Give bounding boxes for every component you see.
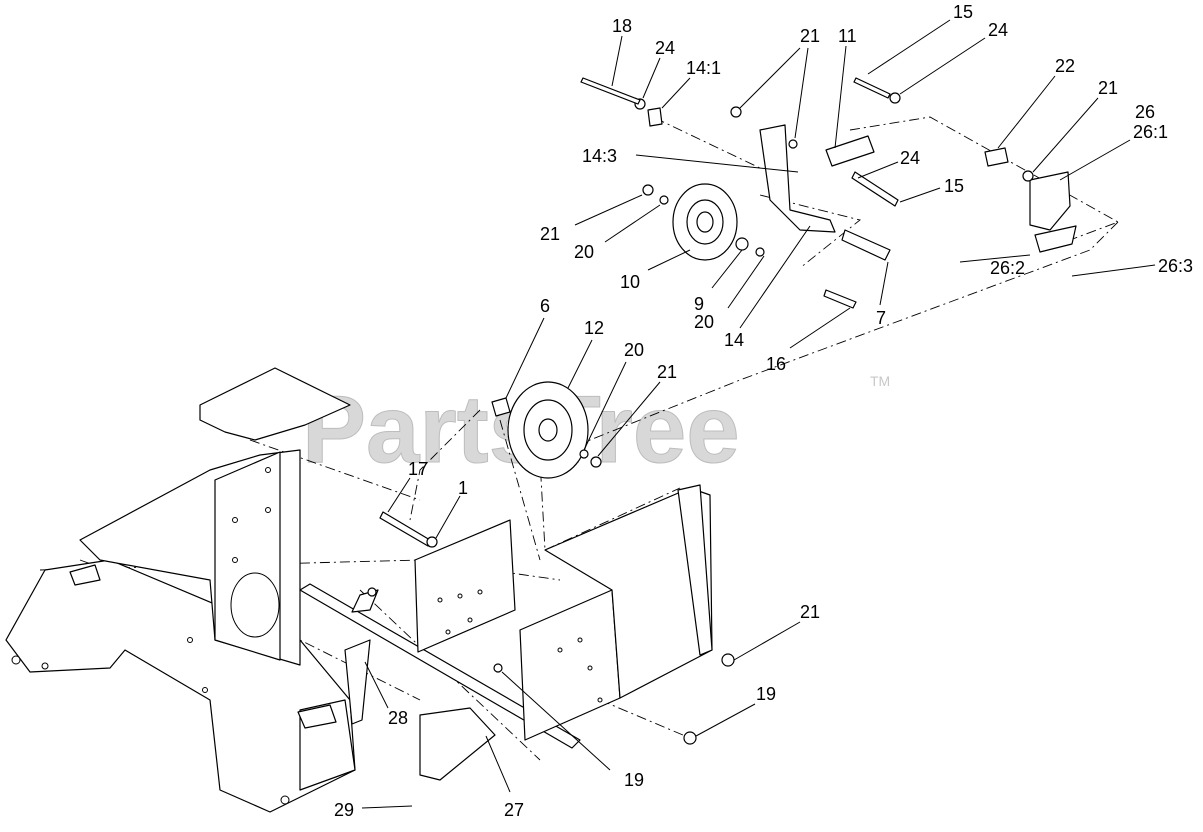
callout-21: 21 — [540, 224, 560, 244]
callout-21: 21 — [657, 362, 677, 382]
callout-6: 6 — [540, 296, 550, 316]
idler-assembly — [580, 77, 1077, 309]
callout-20: 20 — [624, 340, 644, 360]
callout-10: 10 — [620, 272, 640, 292]
callout-21: 21 — [1098, 78, 1118, 98]
callout-29: 29 — [334, 800, 354, 820]
callout-15: 15 — [953, 2, 973, 22]
callout-24: 24 — [655, 38, 675, 58]
callout-11: 11 — [838, 26, 857, 46]
callout-16: 16 — [766, 354, 786, 374]
shaft — [299, 583, 581, 749]
callout-26: 26 — [1135, 102, 1155, 122]
callout-labels: 18 24 14:1 21 11 15 24 22 21 26 26:1 14:… — [334, 2, 1193, 820]
callout-20: 20 — [694, 312, 714, 332]
callout-21: 21 — [800, 602, 820, 622]
callout-7: 7 — [876, 308, 886, 328]
callout-26-2: 26:2 — [990, 258, 1025, 278]
watermark-trademark: TM — [870, 373, 890, 389]
callout-20: 20 — [574, 242, 594, 262]
callout-19: 19 — [624, 770, 644, 790]
callout-9: 9 — [694, 294, 704, 314]
callout-1: 1 — [458, 478, 468, 498]
bracket-plates — [414, 484, 713, 741]
callout-15: 15 — [944, 176, 964, 196]
callout-24: 24 — [988, 20, 1008, 40]
levers — [344, 589, 496, 781]
callout-21: 21 — [800, 26, 820, 46]
callout-17: 17 — [408, 459, 428, 479]
callout-26-1: 26:1 — [1133, 122, 1168, 142]
callout-27: 27 — [504, 800, 524, 820]
callout-18: 18 — [612, 16, 632, 36]
drive-pulley — [367, 381, 735, 745]
callout-22: 22 — [1055, 56, 1075, 76]
callout-14: 14 — [724, 330, 744, 350]
callout-14-1: 14:1 — [686, 58, 721, 78]
callout-28: 28 — [388, 708, 408, 728]
callout-26-3: 26:3 — [1158, 256, 1193, 276]
leader-lines — [361, 19, 1156, 809]
callout-19: 19 — [756, 684, 776, 704]
callout-24: 24 — [900, 148, 920, 168]
main-frame — [5, 367, 356, 813]
callout-14-3: 14:3 — [582, 146, 617, 166]
callout-12: 12 — [584, 318, 604, 338]
